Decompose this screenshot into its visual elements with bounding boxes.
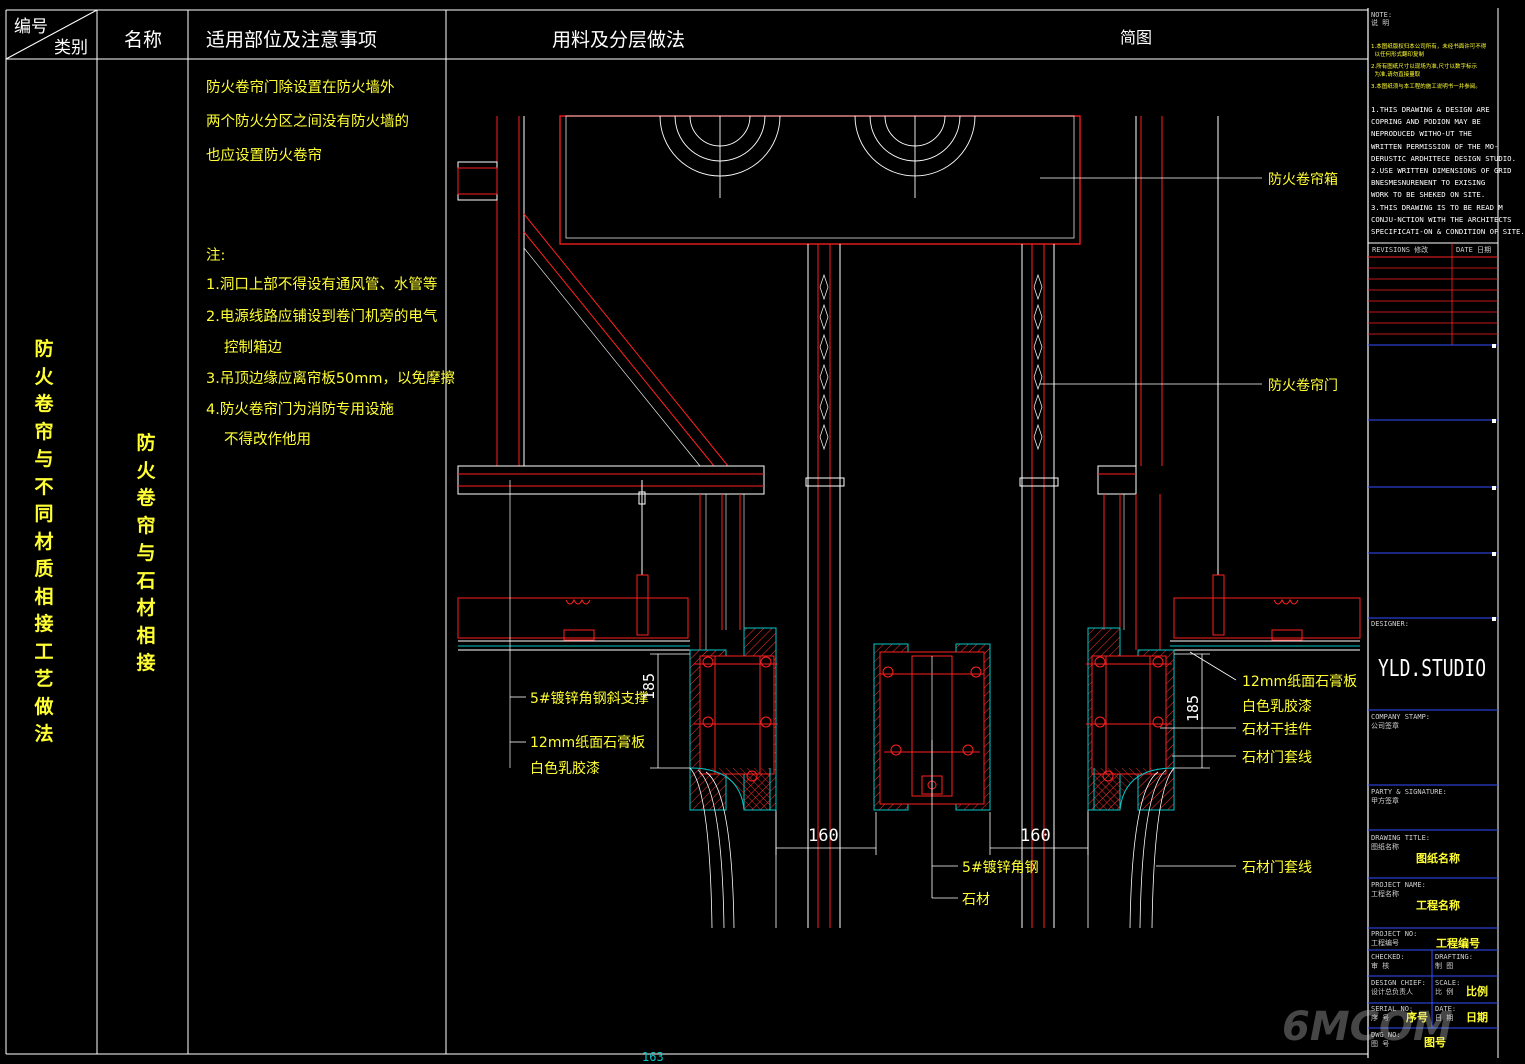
- tb-company-stamp-cn: 公司签章: [1371, 722, 1399, 730]
- tb-note-head: NOTE:: [1371, 11, 1393, 19]
- sketch-header: 简图: [1120, 28, 1153, 47]
- scope-line: 也应设置防火卷帘: [206, 148, 322, 164]
- label-right-paint: 白色乳胶漆: [1242, 699, 1312, 715]
- note-item: 3.吊顶边缘应离帘板50mm，以免摩擦: [206, 371, 456, 387]
- tb-project-no-value: 工程编号: [1436, 937, 1480, 950]
- tb-project-name: PROJECT NAME:: [1371, 881, 1426, 889]
- watermark: 6MCOM: [1282, 1004, 1453, 1050]
- label-right-board: 12mm纸面石膏板: [1242, 674, 1358, 690]
- tb-dwg-cn: 图 号: [1371, 1040, 1390, 1048]
- tb-scale-value: 比例: [1466, 985, 1488, 998]
- tb-drafting-cn: 制 图: [1435, 962, 1454, 970]
- leader-lines: [510, 177, 1262, 899]
- label-right-trim-lower: 石材门套线: [1242, 860, 1312, 876]
- page-number: 163: [642, 1050, 664, 1064]
- left-stone-jamb: [689, 627, 778, 929]
- tb-project-name-value: 工程名称: [1416, 899, 1460, 912]
- label-left-paint: 白色乳胶漆: [530, 761, 600, 777]
- tb-serial-cn: 序 号: [1371, 1014, 1390, 1022]
- tb-date2: DATE:: [1435, 1005, 1457, 1013]
- scope-line: 两个防火分区之间没有防火墙的: [206, 114, 409, 130]
- dim-right-160: 160: [1020, 826, 1051, 846]
- code-header: 编号: [14, 17, 48, 37]
- tb-design-chief: DESIGN CHIEF:: [1371, 979, 1426, 987]
- label-left-support: 5#镀锌角钢斜支撑: [530, 691, 649, 707]
- tb-drawing-title-cn: 图纸名称: [1371, 843, 1399, 851]
- note-item: 4.防火卷帘门为消防专用设施: [206, 402, 394, 418]
- title-block-frame: [1367, 8, 1499, 1058]
- dimension-lines: [650, 653, 1210, 855]
- note-item: 2.电源线路应铺设到卷门机旁的电气: [206, 309, 438, 325]
- tb-design-chief-cn: 设计总负责人: [1371, 988, 1413, 996]
- name-header: 名称: [124, 29, 163, 51]
- shutter-door-rails: [805, 244, 1059, 928]
- tb-serial-value: 序号: [1406, 1011, 1428, 1024]
- label-center-angle: 5#镀锌角钢: [962, 860, 1039, 876]
- tb-date2-cn: 日 期: [1435, 1014, 1454, 1022]
- tb-company-stamp: COMPANY STAMP:: [1371, 713, 1431, 721]
- tb-en-notes: 1.THIS DRAWING & DESIGN ARE COPRING AND …: [1371, 105, 1525, 237]
- center-stone-column: [873, 643, 991, 811]
- right-structure: [1097, 116, 1361, 651]
- label-right-hanger: 石材干挂件: [1242, 722, 1312, 738]
- roller-shutter-box: [559, 115, 1081, 245]
- tb-checked: CHECKED:: [1371, 953, 1405, 961]
- tb-dwg-no: DWG NO:: [1371, 1031, 1401, 1039]
- scope-line: 防火卷帘门除设置在防火墙外: [206, 80, 395, 96]
- name-vertical-text: 防火卷帘与石材相接: [136, 432, 156, 674]
- tb-date: DATE 日期: [1456, 246, 1492, 254]
- label-shutter-box: 防火卷帘箱: [1268, 172, 1338, 188]
- table-grid: [5, 9, 1368, 1055]
- category-vertical-text: 防火卷帘与不同材质相接工艺做法: [34, 338, 54, 745]
- category-header: 类别: [54, 38, 88, 58]
- method-header: 用料及分层做法: [552, 29, 686, 51]
- left-structure: [457, 116, 765, 650]
- tb-drawing-title-value: 图纸名称: [1416, 852, 1460, 865]
- tb-scale: SCALE:: [1435, 979, 1461, 987]
- notes-title: 注:: [206, 248, 226, 264]
- dim-left-185: 185: [640, 672, 658, 700]
- studio-name: YLD.STUDIO: [1378, 656, 1487, 682]
- tb-project-no: PROJECT NO:: [1371, 930, 1418, 938]
- tb-project-name-cn: 工程名称: [1371, 890, 1399, 898]
- dim-left-160: 160: [808, 826, 839, 846]
- dim-right-185: 185: [1184, 694, 1202, 722]
- tb-note-sub: 说 明: [1371, 19, 1390, 27]
- right-stone-jamb: [1086, 627, 1175, 929]
- label-shutter-door: 防火卷帘门: [1268, 378, 1338, 394]
- tb-project-no-cn: 工程编号: [1371, 939, 1399, 947]
- tb-drawing-title: DRAWING TITLE:: [1371, 834, 1431, 842]
- tb-party: PARTY & SIGNATURE:: [1371, 788, 1447, 796]
- tb-dwg-value: 图号: [1424, 1036, 1446, 1049]
- tb-scale-cn: 比 例: [1435, 988, 1454, 996]
- tb-serial-no: SERIAL NO:: [1371, 1005, 1414, 1013]
- left-ceiling: [457, 480, 690, 768]
- tb-party-cn: 甲方签章: [1371, 797, 1399, 805]
- scope-header: 适用部位及注意事项: [206, 29, 378, 51]
- note-item: 1.洞口上部不得设有通风管、水管等: [206, 277, 438, 293]
- tb-date2-value: 日期: [1466, 1011, 1488, 1024]
- label-left-board: 12mm纸面石膏板: [530, 735, 646, 751]
- note-item: 控制箱边: [224, 340, 282, 356]
- tb-revisions: REVISIONS 修改: [1372, 246, 1429, 254]
- label-center-stone: 石材: [962, 892, 990, 908]
- note-item: 不得改作他用: [224, 432, 311, 448]
- tb-designer-label: DESIGNER:: [1371, 620, 1409, 628]
- tb-drafting: DRAFTING:: [1435, 953, 1473, 961]
- label-right-trim: 石材门套线: [1242, 750, 1312, 766]
- tb-checked-cn: 审 核: [1371, 962, 1390, 970]
